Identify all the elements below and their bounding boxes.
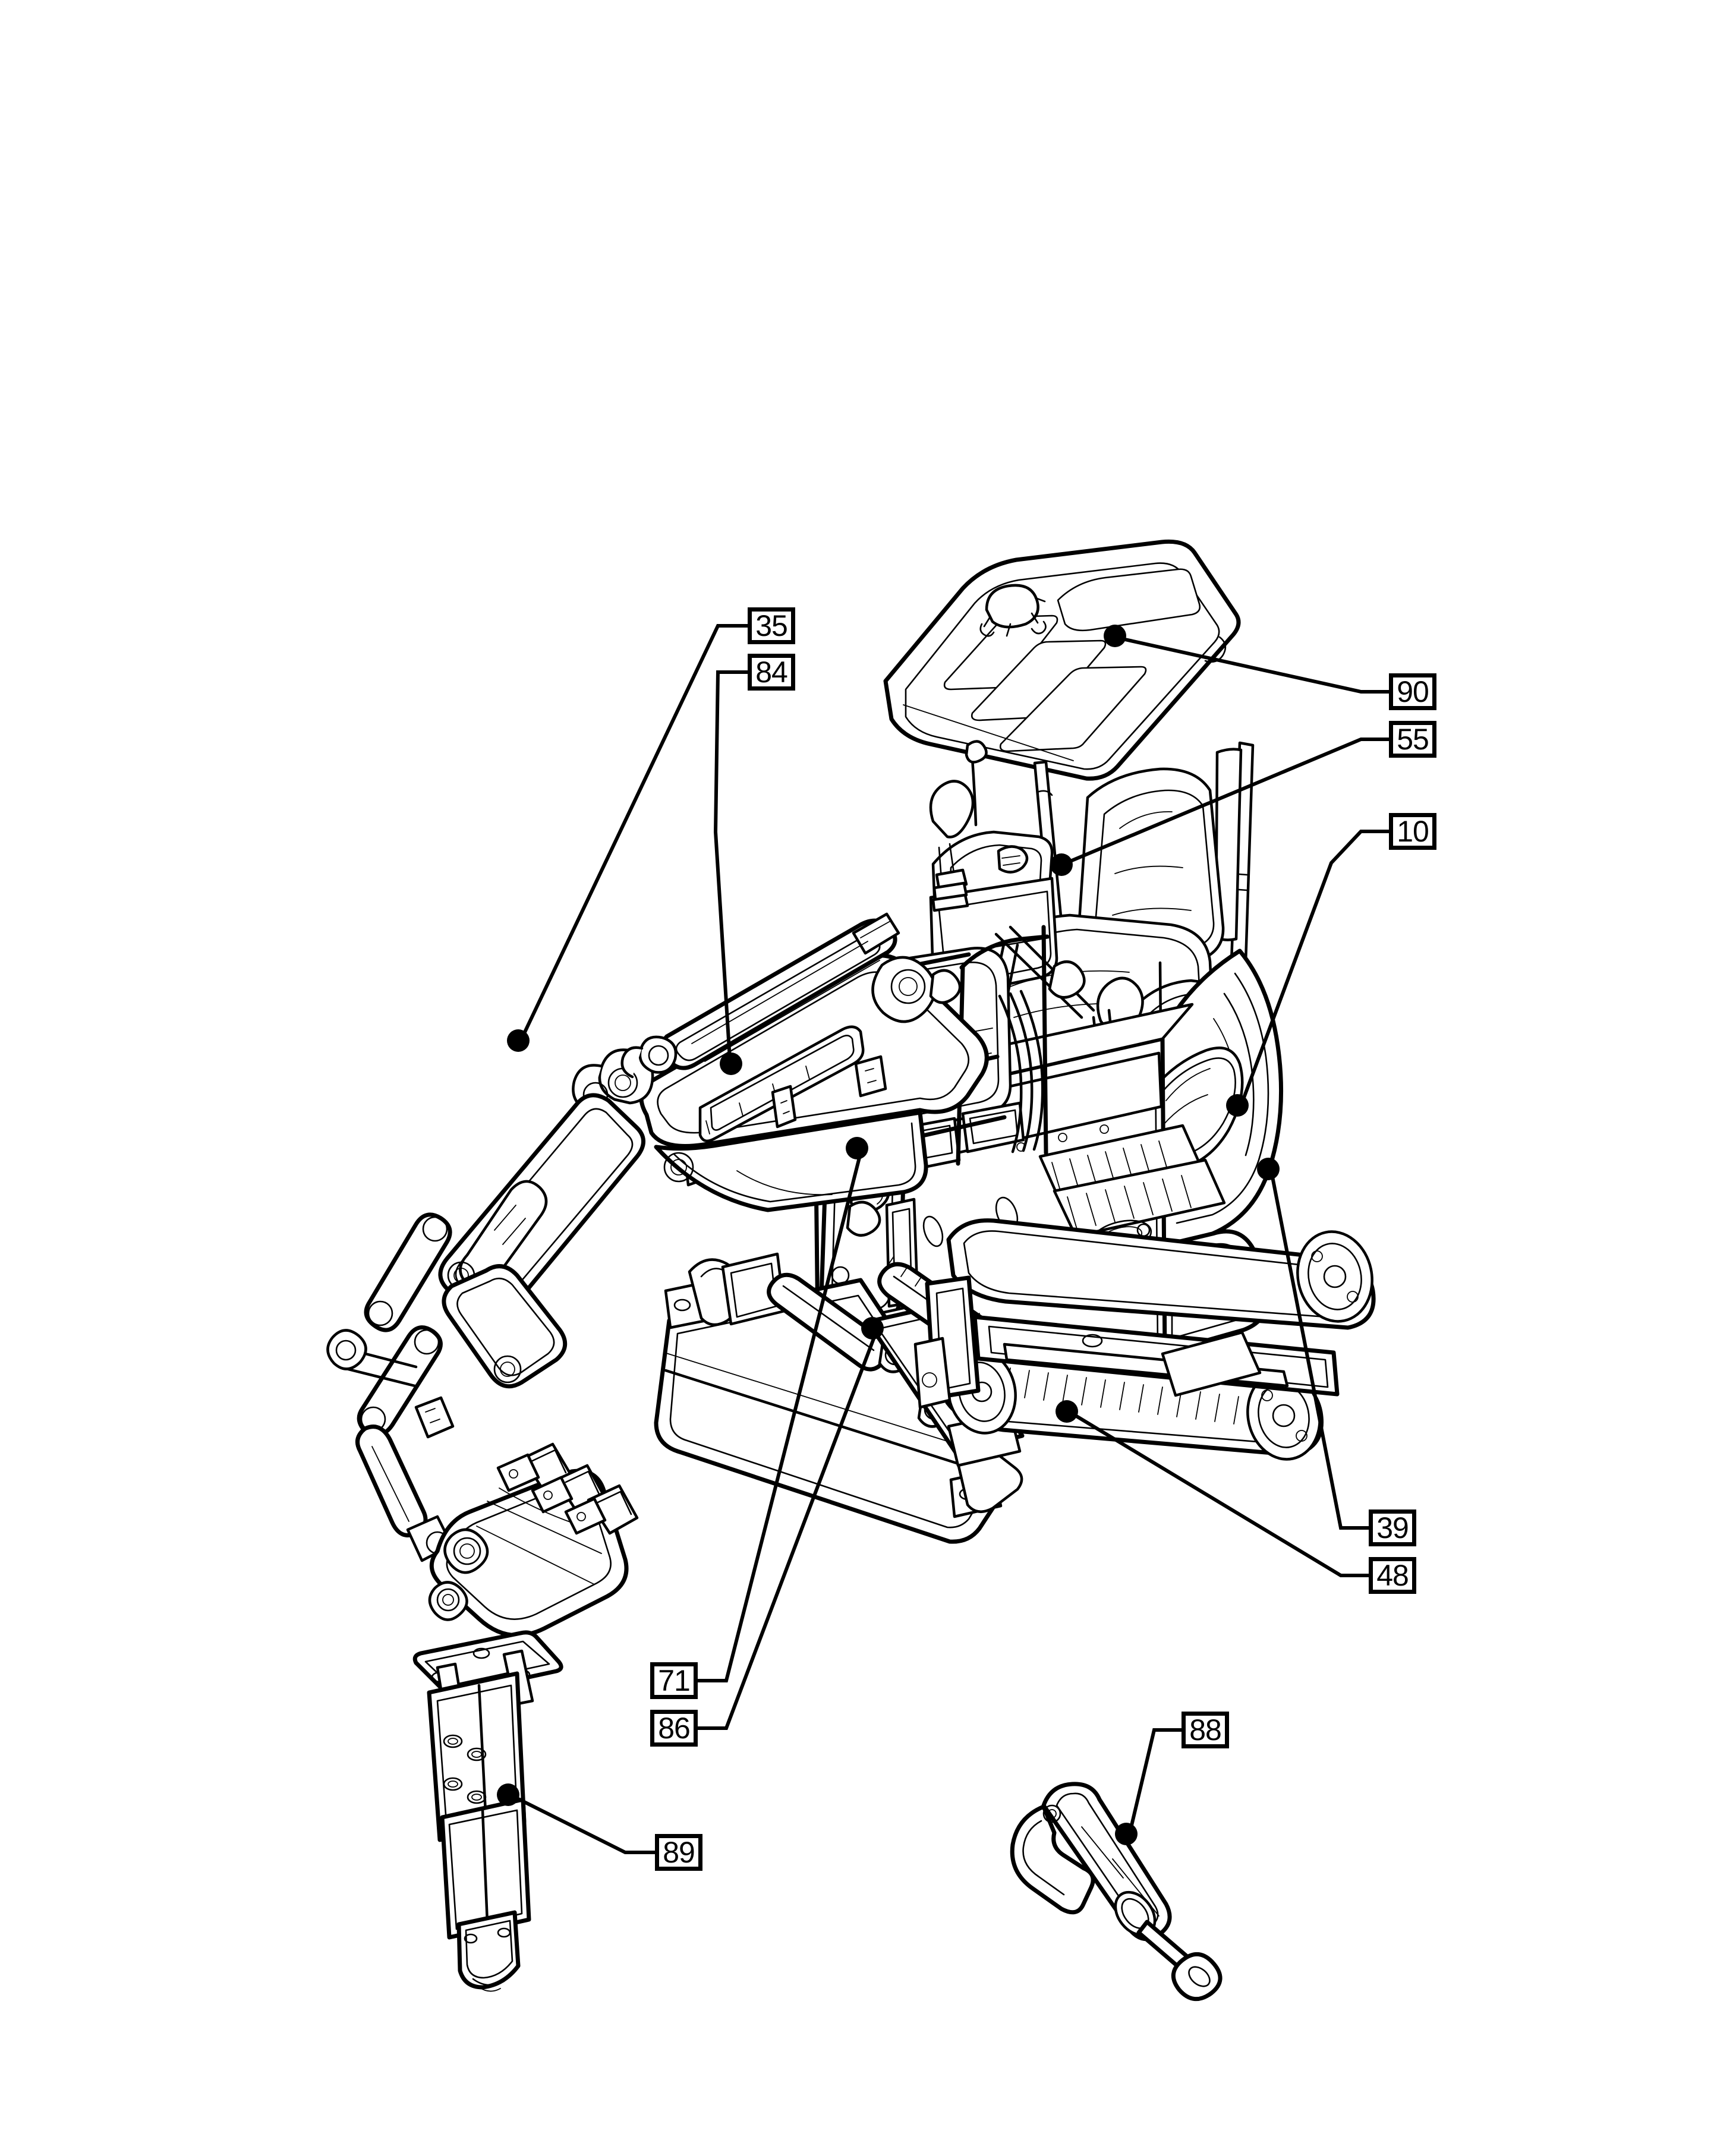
- callout-box-86[interactable]: 86: [650, 1710, 698, 1747]
- callout-box-55[interactable]: 55: [1389, 721, 1436, 758]
- boom-cylinder: [620, 912, 900, 1079]
- bucket: [428, 1442, 639, 1638]
- canopy-rops-roof: [883, 539, 1241, 781]
- undercarriage: [913, 1218, 1376, 1461]
- callout-box-71[interactable]: 71: [650, 1662, 698, 1699]
- callout-box-90[interactable]: 90: [1389, 673, 1436, 710]
- boom-arm: [572, 953, 989, 1212]
- leader-lines: [497, 624, 1389, 1854]
- canopy-support-posts: [1033, 741, 1255, 965]
- dipper-arm: [326, 1093, 645, 1562]
- callout-box-35[interactable]: 35: [748, 607, 795, 644]
- hydraulic-cylinder: [1010, 1782, 1223, 2002]
- callout-box-39[interactable]: 39: [1369, 1509, 1416, 1546]
- callout-box-84[interactable]: 84: [748, 654, 795, 691]
- callout-box-10[interactable]: 10: [1389, 813, 1436, 850]
- callout-box-48[interactable]: 48: [1369, 1557, 1416, 1594]
- callout-box-88[interactable]: 88: [1182, 1712, 1229, 1748]
- callout-box-89[interactable]: 89: [655, 1834, 702, 1871]
- hydraulic-breaker: [412, 1630, 563, 1992]
